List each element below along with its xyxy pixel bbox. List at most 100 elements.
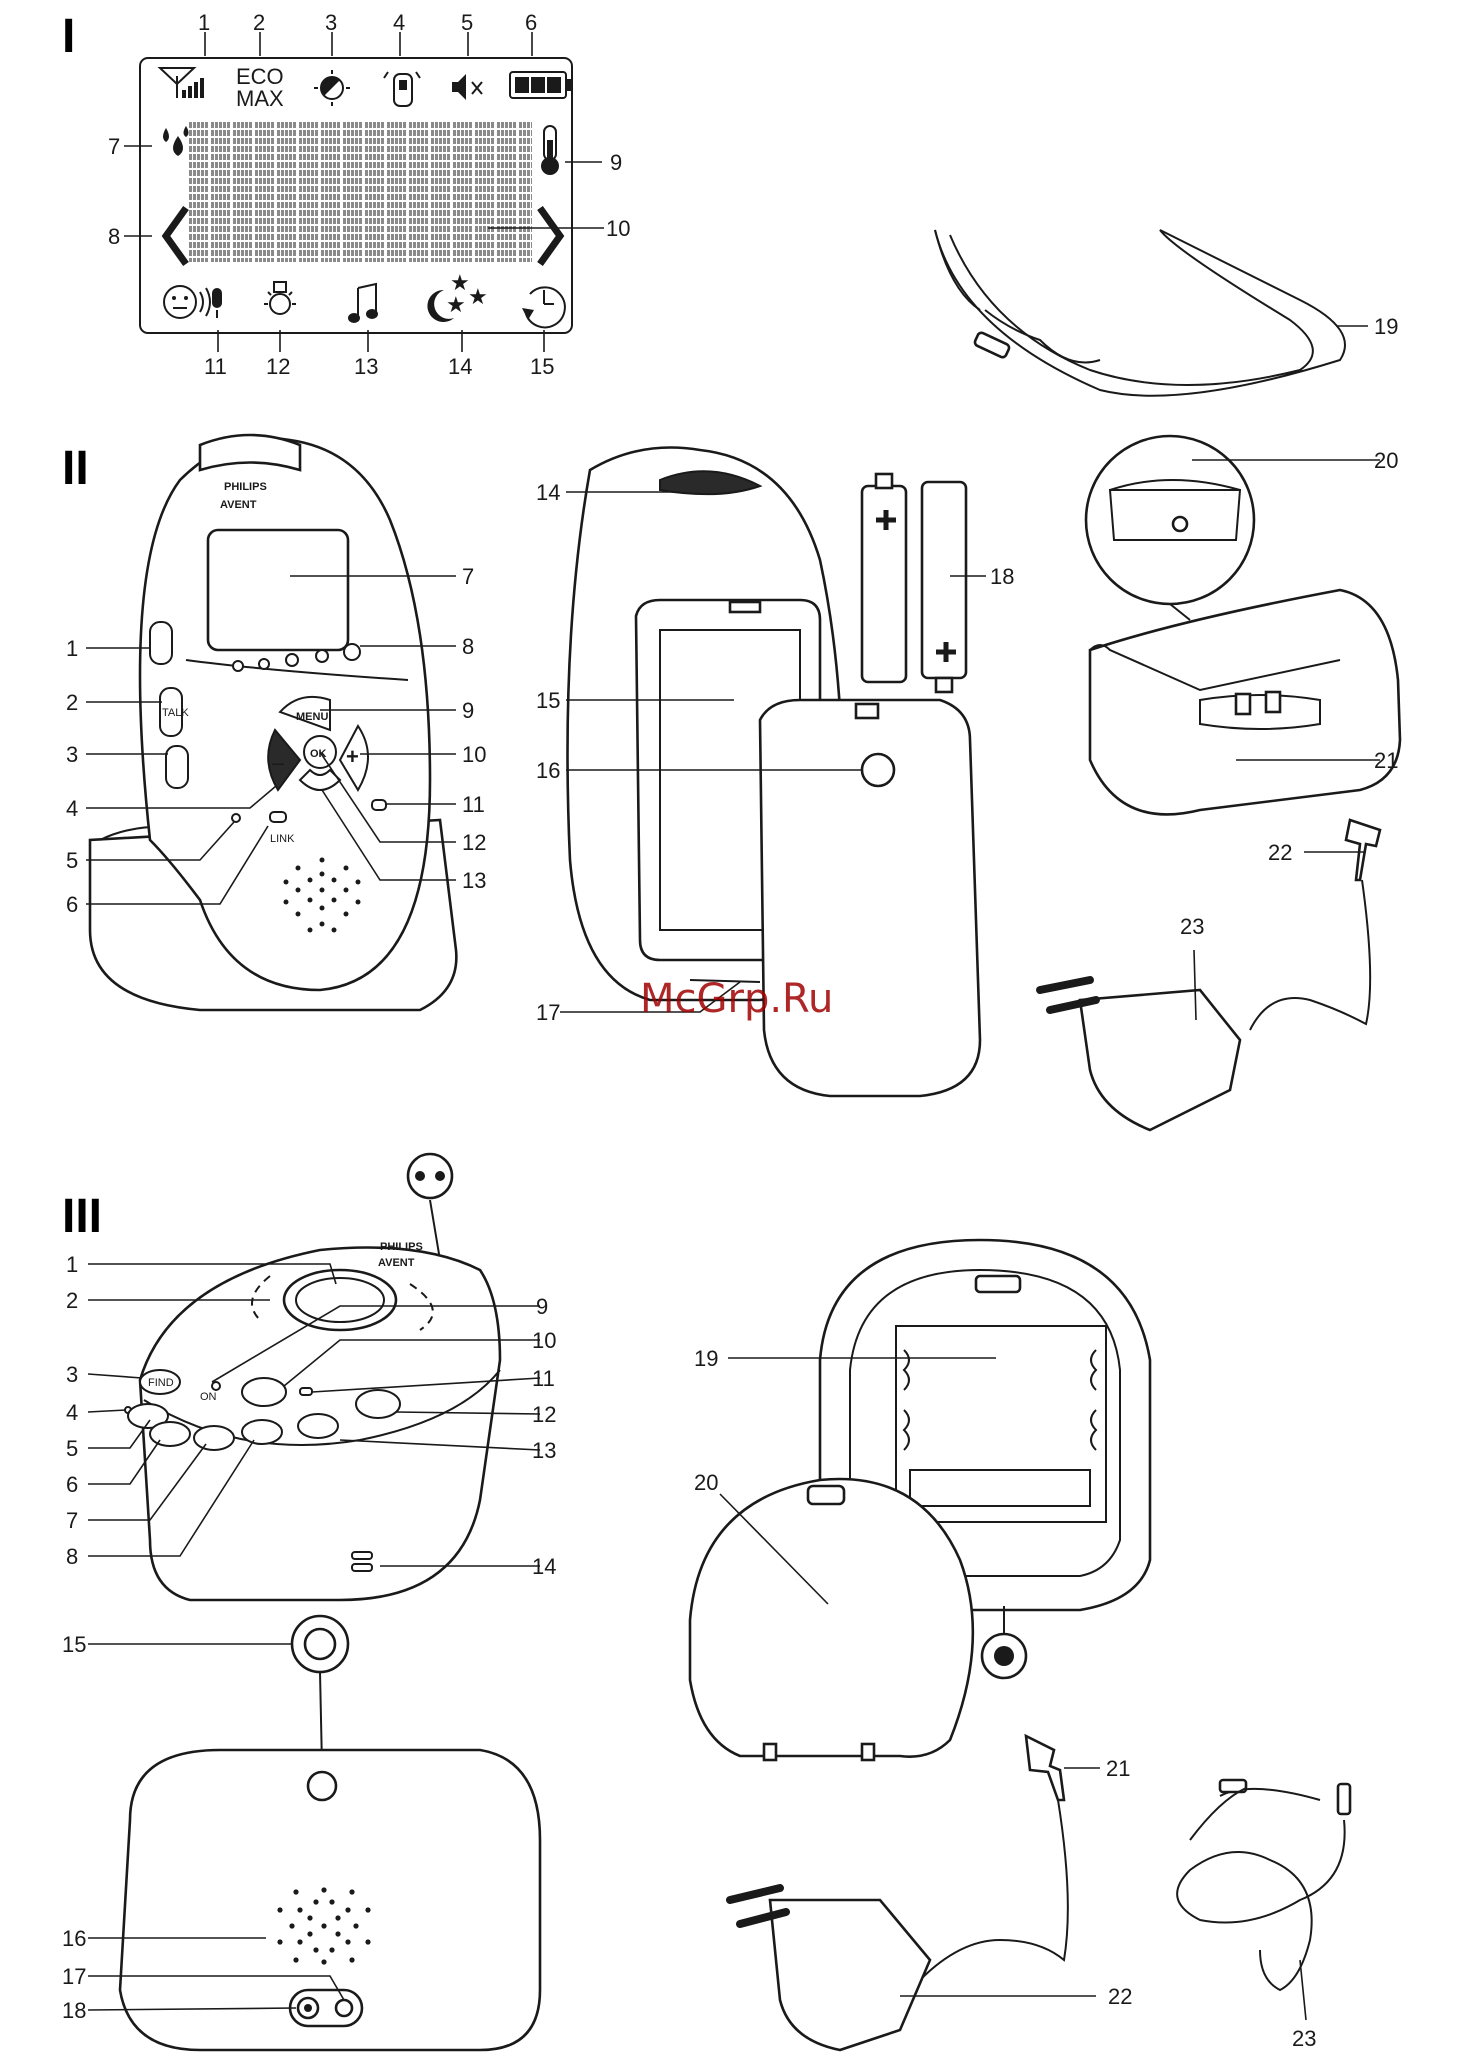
label-iii-15: 15 [62, 1632, 86, 1657]
lcd-segment-area [188, 122, 532, 262]
talk-icon [164, 286, 222, 318]
sensor-cable [1177, 1780, 1350, 1990]
label-ii-17: 17 [536, 1000, 560, 1025]
on-led-text: ON [200, 1391, 217, 1403]
section-iii-far-right-leaders [900, 1768, 1306, 2020]
parent-brand-top: PHILIPS [224, 481, 267, 493]
battery-aa-1 [862, 474, 906, 682]
section-iii-right-labels: 19 20 [694, 1346, 718, 1495]
label-ii-15: 15 [536, 688, 560, 713]
brightness-icon [314, 70, 350, 106]
baby-light-button[interactable] [356, 1390, 400, 1418]
label-iii-2: 2 [66, 1288, 78, 1313]
parent-brand: AVENT [220, 499, 257, 511]
lullaby-icon [348, 284, 378, 323]
parent-power-adapter [1040, 820, 1380, 1130]
label-iii-22: 22 [1108, 1984, 1132, 2009]
label-ii-19: 19 [1374, 314, 1398, 339]
label-i-13: 13 [354, 354, 378, 379]
parent-cover-button [862, 754, 894, 786]
label-i-4: 4 [393, 10, 405, 35]
baby-lullaby-button[interactable] [194, 1426, 234, 1450]
label-ii-4: 4 [66, 796, 78, 821]
label-ii-2: 2 [66, 690, 78, 715]
charger-contact [1173, 517, 1187, 531]
watermark: McGrp.Ru [640, 976, 833, 1022]
parent-power-button[interactable] [150, 622, 172, 664]
baby-battery-cover [690, 1479, 973, 1757]
moon-stars-icon: ★ ★ ★ [427, 270, 487, 322]
label-iii-23: 23 [1292, 2026, 1316, 2051]
label-i-11: 11 [204, 354, 227, 379]
plus-key-text: + [346, 744, 359, 769]
baby-unit-front: PHILIPS AVENT FIND ON [125, 1154, 500, 1600]
label-ii-3: 3 [66, 742, 78, 767]
label-ii-22: 22 [1268, 840, 1292, 865]
svg-text:★: ★ [468, 284, 488, 309]
baby-battery-led [300, 1388, 312, 1395]
label-i-12: 12 [266, 354, 290, 379]
label-iii-16: 16 [62, 1926, 86, 1951]
parent-adapter-plug [1346, 820, 1380, 880]
label-iii-1: 1 [66, 1252, 78, 1277]
svg-text:★: ★ [446, 292, 466, 317]
talk-button-text: TALK [162, 707, 189, 719]
baby-battery-latch [976, 1276, 1020, 1292]
label-i-7: 7 [108, 134, 120, 159]
parent-microphone [232, 814, 240, 822]
baby-power-button[interactable] [242, 1378, 286, 1406]
label-iii-21: 21 [1106, 1756, 1130, 1781]
label-ii-21: 21 [1374, 748, 1398, 773]
label-i-3: 3 [325, 10, 337, 35]
label-ii-8: 8 [462, 634, 474, 659]
label-i-15: 15 [530, 354, 554, 379]
label-ii-20: 20 [1374, 448, 1398, 473]
label-i-8: 8 [108, 224, 120, 249]
menu-key-text: MENU [296, 711, 328, 723]
label-ii-16: 16 [536, 758, 560, 783]
baby-antenna-head [408, 1154, 452, 1198]
signal-icon [160, 68, 204, 98]
label-i-6: 6 [525, 10, 537, 35]
baby-plus-button[interactable] [298, 1414, 338, 1438]
label-iii-20: 20 [694, 1470, 718, 1495]
label-iii-11: 11 [532, 1366, 555, 1391]
battery-aa-2 [922, 482, 966, 692]
label-ii-12: 12 [462, 830, 486, 855]
timer-icon [522, 287, 565, 327]
parent-adapter-body [1080, 990, 1240, 1130]
label-i-2: 2 [253, 10, 265, 35]
baby-adapter-plug [1026, 1736, 1064, 1800]
parent-unit-screen [208, 530, 348, 650]
baby-unit-rear [120, 1616, 540, 2050]
section-title-ii: II [62, 442, 89, 495]
baby-brand-top: PHILIPS [380, 1241, 423, 1253]
baby-play-button[interactable] [150, 1422, 190, 1446]
label-iii-9: 9 [536, 1294, 548, 1319]
section-iii-far-right-labels: 21 22 23 [1106, 1756, 1316, 2051]
label-iii-8: 8 [66, 1544, 78, 1569]
label-ii-6: 6 [66, 892, 78, 917]
parent-unit: PHILIPS AVENT TALK MENU – + OK LINK [90, 435, 456, 1010]
humidity-icon [163, 126, 189, 156]
label-iii-13: 13 [532, 1438, 556, 1463]
label-ii-14: 14 [536, 480, 560, 505]
lcd-display: ECO MAX [140, 58, 572, 333]
label-ii-9: 9 [462, 698, 474, 723]
label-iii-7: 7 [66, 1508, 78, 1533]
label-iii-12: 12 [532, 1402, 556, 1427]
find-button-text: FIND [148, 1377, 174, 1389]
label-i-9: 9 [610, 150, 622, 175]
section-title-iii: III [62, 1190, 102, 1243]
link-text: LINK [270, 833, 295, 845]
baby-minus-button[interactable] [242, 1420, 282, 1444]
baby-on-led [212, 1382, 220, 1390]
label-iii-3: 3 [66, 1362, 78, 1387]
label-iii-4: 4 [66, 1400, 78, 1425]
label-i-5: 5 [461, 10, 473, 35]
parent-vibrate-button[interactable] [166, 746, 188, 788]
label-ii-23: 23 [1180, 914, 1204, 939]
label-iii-17: 17 [62, 1964, 86, 1989]
baby-adapter-body [770, 1900, 930, 2050]
